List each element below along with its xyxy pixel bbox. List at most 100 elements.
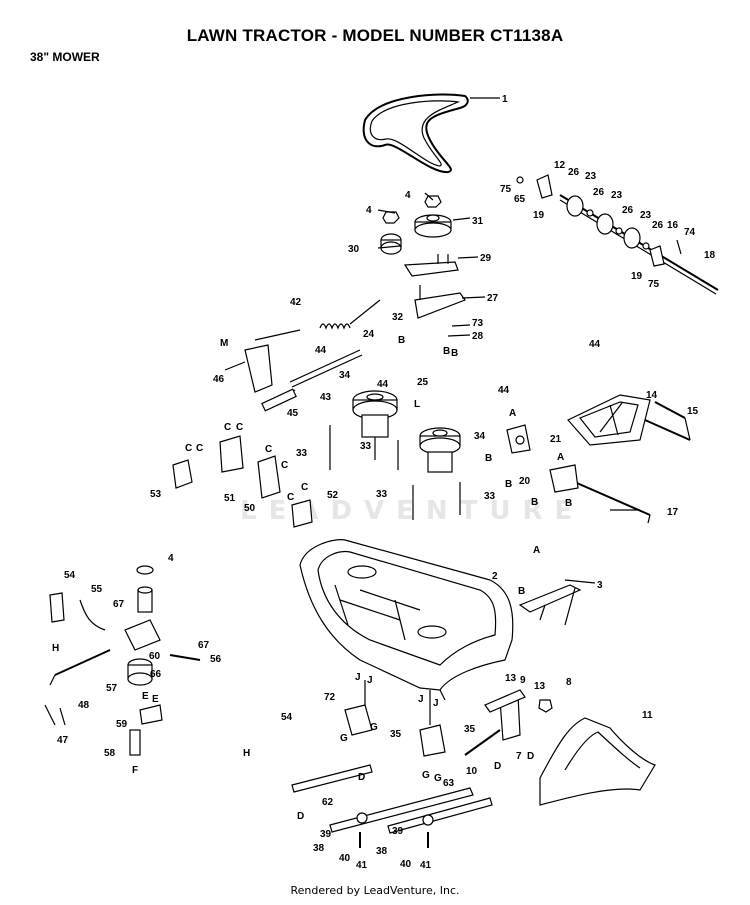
callout-60: 60 — [149, 651, 161, 662]
callout-40b: 40 — [400, 859, 412, 870]
letter-L1: L — [414, 399, 420, 410]
part-mower-deck — [299, 539, 514, 701]
letter-C4: C — [236, 422, 243, 433]
letter-G3: G — [422, 770, 430, 781]
part-drive-belt — [362, 93, 500, 174]
letter-D2: D — [358, 772, 365, 783]
callout-44c: 44 — [498, 385, 510, 396]
callout-54b: 54 — [281, 712, 293, 723]
letter-C1: C — [185, 443, 192, 454]
letter-F1: F — [132, 765, 138, 776]
callout-40a: 40 — [339, 853, 351, 864]
callout-41b: 41 — [420, 860, 432, 871]
letter-D1: D — [297, 811, 304, 822]
letter-B3: B — [451, 348, 458, 359]
callout-75b: 75 — [648, 279, 660, 290]
letter-B4: B — [485, 453, 492, 464]
callout-39a: 39 — [320, 829, 332, 840]
letter-M1: M — [220, 338, 228, 349]
callout-26c: 26 — [622, 205, 634, 216]
callout-74: 74 — [684, 227, 696, 238]
letter-E2: E — [152, 694, 159, 705]
callout-8: 8 — [566, 677, 572, 688]
callout-3: 3 — [597, 580, 603, 591]
part-front-hanger — [506, 394, 691, 524]
callout-46: 46 — [213, 374, 225, 385]
callout-35b: 35 — [464, 724, 476, 735]
letter-C7: C — [287, 492, 294, 503]
callout-13a: 13 — [505, 673, 517, 684]
callout-42: 42 — [290, 297, 302, 308]
callout-21: 21 — [550, 434, 562, 445]
callout-75a: 75 — [500, 184, 512, 195]
letter-C3: C — [224, 422, 231, 433]
callout-23c: 23 — [640, 210, 652, 221]
callout-7: 7 — [516, 751, 522, 762]
callout-31: 31 — [472, 216, 484, 227]
diagram-subtitle: 38" MOWER — [30, 50, 100, 64]
callout-67b: 67 — [198, 640, 210, 651]
callout-28: 28 — [472, 331, 484, 342]
part-blades — [291, 680, 493, 848]
letter-J1: J — [355, 672, 361, 683]
letter-B6: B — [531, 497, 538, 508]
callout-55: 55 — [91, 584, 103, 595]
callout-44b: 44 — [377, 379, 389, 390]
letter-G2: G — [370, 722, 378, 733]
callout-20: 20 — [519, 476, 531, 487]
callout-34a: 34 — [339, 370, 351, 381]
letter-A1: A — [509, 408, 516, 419]
callout-48: 48 — [78, 700, 90, 711]
callout-19a: 19 — [533, 210, 545, 221]
callout-11: 11 — [642, 710, 653, 721]
letter-D4: D — [527, 751, 534, 762]
letter-J2: J — [367, 675, 373, 686]
callout-30: 30 — [348, 244, 360, 255]
part-rear-bracket — [518, 584, 582, 626]
part-left-assembly — [44, 565, 201, 756]
callout-leaders — [377, 192, 640, 584]
callout-44d: 44 — [589, 339, 601, 350]
callout-26a: 26 — [568, 167, 580, 178]
letter-D3: D — [494, 761, 501, 772]
callout-72: 72 — [324, 692, 336, 703]
letter-C8: C — [301, 482, 308, 493]
callout-35a: 35 — [390, 729, 402, 740]
callout-23b: 23 — [611, 190, 623, 201]
callout-23a: 23 — [585, 171, 597, 182]
part-brackets — [172, 425, 461, 528]
callout-38b: 38 — [376, 846, 388, 857]
callout-15: 15 — [687, 406, 699, 417]
callout-66: 66 — [150, 669, 162, 680]
part-spindle-right — [419, 427, 461, 473]
letter-B8: B — [518, 586, 525, 597]
callout-24: 24 — [363, 329, 375, 340]
callout-33c: 33 — [376, 489, 388, 500]
letter-E1: E — [142, 691, 149, 702]
letter-C2: C — [196, 443, 203, 454]
callout-57: 57 — [106, 683, 118, 694]
callout-9: 9 — [520, 675, 526, 686]
callout-12: 12 — [554, 160, 566, 171]
letter-B5: B — [505, 479, 512, 490]
letter-C5: C — [265, 444, 272, 455]
letter-B7: B — [565, 498, 572, 509]
callout-26d: 26 — [652, 220, 664, 231]
part-lift-shaft — [516, 174, 719, 295]
callout-52: 52 — [327, 490, 339, 501]
letter-C6: C — [281, 460, 288, 471]
callout-4b: 4 — [405, 190, 411, 201]
callout-33b: 33 — [360, 441, 372, 452]
callout-58: 58 — [104, 748, 116, 759]
footer-credit: Rendered by LeadVenture, Inc. — [290, 884, 460, 897]
callout-43: 43 — [320, 392, 332, 403]
callout-19b: 19 — [631, 271, 643, 282]
callout-38a: 38 — [313, 843, 325, 854]
diagram-title: LAWN TRACTOR - MODEL NUMBER CT1138A — [186, 26, 564, 45]
callout-18: 18 — [704, 250, 716, 261]
callout-13b: 13 — [534, 681, 546, 692]
letter-H2: H — [243, 748, 250, 759]
callout-51: 51 — [224, 493, 236, 504]
callout-33a: 33 — [296, 448, 308, 459]
